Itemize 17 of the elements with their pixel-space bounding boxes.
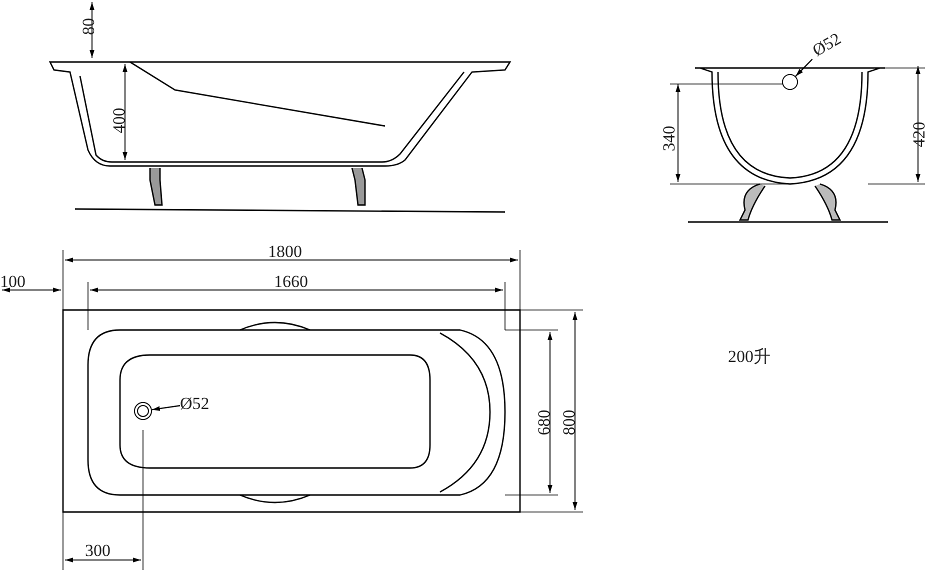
dimension-label: 340	[660, 126, 677, 152]
dimension-label: 400	[110, 108, 127, 134]
dimension-label: 100	[0, 273, 26, 290]
dimension-label: 680	[534, 410, 552, 436]
dimension-label: 1660	[274, 273, 308, 290]
leader-line	[795, 58, 813, 77]
dimension-label: 300	[85, 542, 110, 559]
drain-hole	[134, 402, 152, 420]
dimension-label: 800	[560, 410, 577, 436]
dimension-label: 80	[80, 18, 97, 35]
capacity-label: 200升	[728, 348, 770, 365]
diameter-label: Ø52	[810, 30, 844, 60]
leader-line	[152, 405, 180, 411]
dimension-label: 1800	[268, 243, 302, 260]
dimension-label: 420	[910, 122, 927, 148]
drain-hole	[782, 74, 798, 90]
diameter-label: Ø52	[180, 395, 210, 412]
